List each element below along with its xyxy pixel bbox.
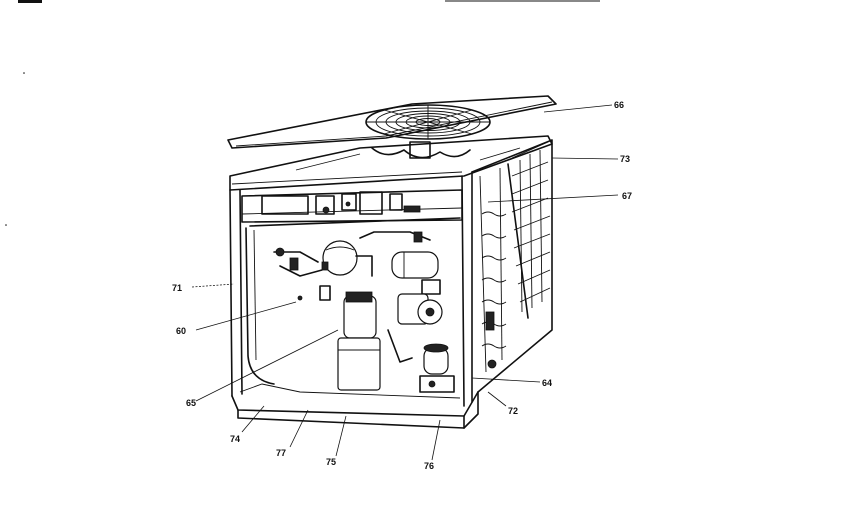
callout-64: 64 — [542, 378, 553, 388]
interior-plumbing — [249, 217, 461, 301]
callout-67: 67 — [622, 191, 633, 201]
callout-74: 74 — [230, 434, 241, 444]
fan-blades — [371, 141, 471, 159]
callout-75: 75 — [326, 457, 337, 467]
callout-60: 60 — [176, 326, 187, 336]
condenser-coil — [479, 141, 551, 373]
control-components — [261, 191, 421, 215]
leader-lines — [191, 104, 619, 461]
top-cover — [227, 95, 557, 149]
cabinet-top — [229, 135, 553, 191]
coil-grille — [511, 141, 551, 313]
callout-77: 77 — [276, 448, 287, 458]
coil-return-bends — [481, 211, 507, 349]
callout-66: 66 — [614, 100, 625, 110]
callout-73: 73 — [620, 154, 631, 164]
fan-guard — [365, 104, 491, 140]
callout-72: 72 — [508, 406, 519, 416]
compressor — [337, 291, 455, 393]
cabinet-body — [229, 139, 553, 429]
callout-76: 76 — [424, 461, 435, 471]
callout-71: 71 — [172, 283, 183, 293]
callout-65: 65 — [186, 398, 197, 408]
top-edge-fragment — [18, 0, 600, 3]
